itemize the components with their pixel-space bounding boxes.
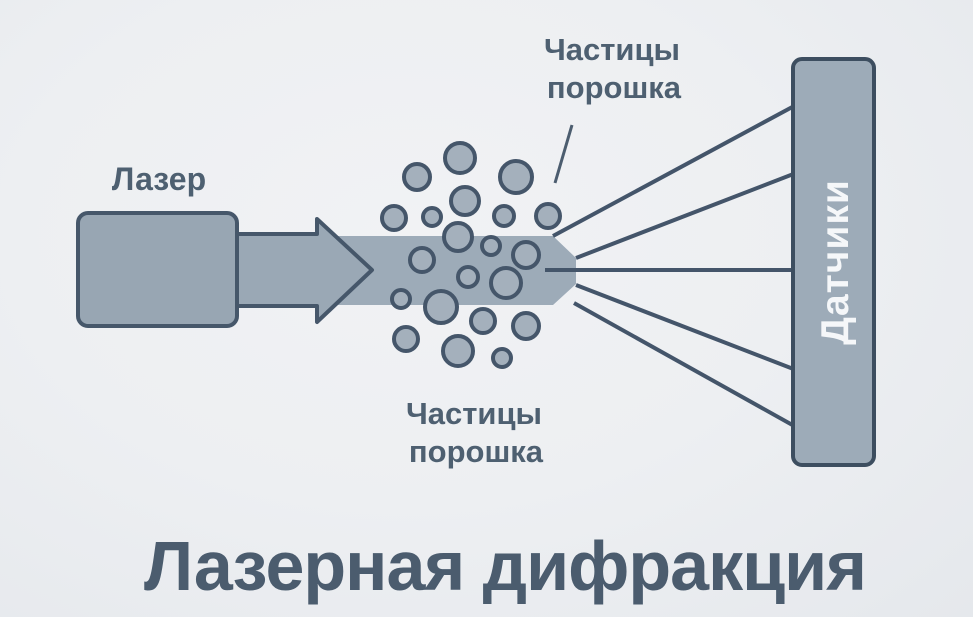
particle	[441, 334, 475, 368]
particles-label-bottom-line2: порошка	[409, 434, 544, 469]
particle	[408, 246, 436, 274]
particle	[534, 202, 562, 230]
ray-bottom-outer	[573, 301, 797, 429]
particles-label-bottom-line1: Частицы	[406, 396, 542, 431]
page-title: Лазерная дифракция	[144, 527, 866, 605]
laser-arrow	[231, 217, 374, 324]
particles-label-top: Частицы порошка	[544, 32, 682, 105]
particle	[498, 159, 534, 195]
ray-top-outer	[552, 103, 797, 238]
particle	[480, 235, 502, 257]
particle	[392, 325, 420, 353]
particle	[491, 347, 513, 369]
detector-panel	[791, 57, 876, 467]
particle	[511, 240, 541, 270]
ray-bottom-inner	[575, 283, 797, 372]
ray-top-inner	[575, 171, 797, 260]
particles-label-top-line1: Частицы	[544, 32, 680, 67]
particle	[489, 266, 523, 300]
particle	[511, 311, 541, 341]
particles-label-bottom: Частицы порошка	[406, 396, 544, 469]
particle	[402, 162, 432, 192]
particle	[423, 289, 459, 325]
particle	[443, 141, 477, 175]
particle	[421, 206, 443, 228]
laser-box	[76, 211, 239, 328]
particles-callout-line	[553, 124, 574, 184]
particle	[492, 204, 516, 228]
particle	[380, 204, 408, 232]
particle	[449, 185, 481, 217]
particle	[442, 221, 474, 253]
particle	[456, 265, 480, 289]
diffracted-rays	[545, 103, 797, 429]
laser-label: Лазер	[112, 161, 206, 197]
particle	[469, 307, 497, 335]
particle	[390, 288, 412, 310]
powder-particles	[380, 141, 562, 369]
particles-label-top-line2: порошка	[547, 70, 682, 105]
detector-label: Датчики	[814, 179, 857, 345]
